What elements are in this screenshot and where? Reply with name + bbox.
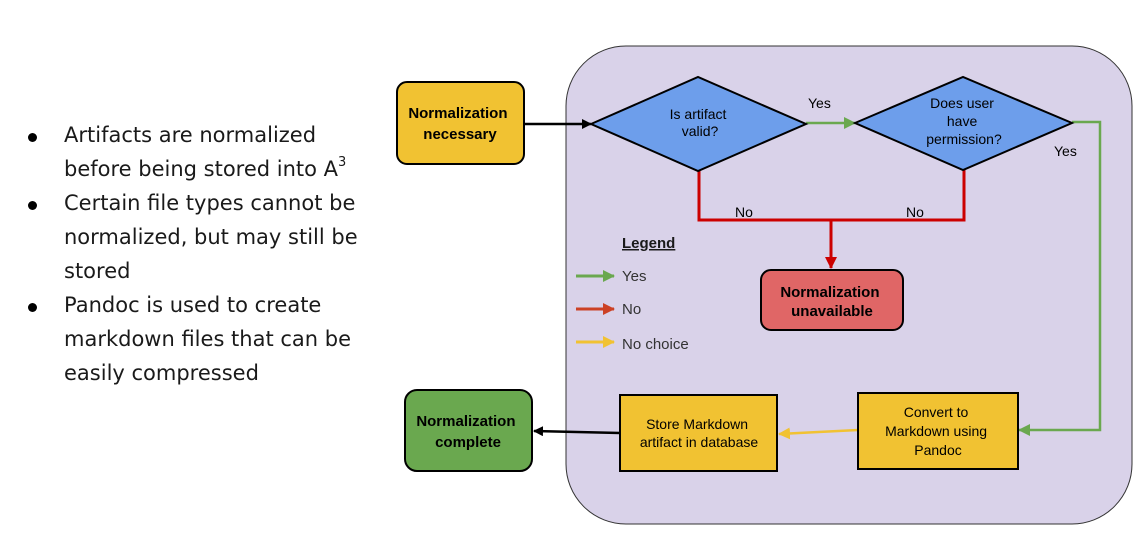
start-node-line-1: Normalization: [408, 105, 507, 122]
node-store-markdown: [619, 394, 778, 472]
svg-text:Store Markdown artifact in: Store Markdown artifact in database: [640, 416, 759, 450]
decision-valid-line-1: Is artifact: [670, 106, 727, 122]
bullet-dot-icon: [28, 133, 37, 142]
edge-label-yes-valid: Yes: [808, 95, 831, 111]
legend-yes-label: Yes: [622, 268, 646, 285]
node-convert-to-markdown: [857, 392, 1019, 470]
unavailable-node-line-1: Normalization: [780, 284, 879, 301]
bullet-superscript: 3: [338, 155, 347, 170]
legend-no-label: No: [622, 301, 641, 318]
edge-label-no-valid: No: [735, 204, 753, 220]
svg-text:Is artifact valid?: Is artifact valid?: [670, 106, 731, 139]
bullet-text-2: Certain file types cannot be normalized,…: [64, 191, 358, 283]
arrow-store-to-complete: [533, 426, 621, 437]
edge-label-no-permission: No: [906, 204, 924, 220]
bullet-dot-icon: [28, 201, 37, 210]
edge-label-yes-permission: Yes: [1054, 143, 1077, 159]
node-normalization-complete: [404, 389, 533, 472]
decision-permission-line-1: Does user: [930, 95, 994, 111]
bullet-dot-icon: [28, 303, 37, 312]
arrow-permission-yes: [1018, 120, 1102, 436]
legend-no-choice-label: No choice: [622, 336, 689, 353]
legend-title: Legend: [622, 235, 675, 252]
node-normalization-unavailable: [760, 269, 904, 331]
bullet-text-3: Pandoc is used to create markdown files …: [64, 293, 352, 385]
decision-artifact-valid: [588, 75, 809, 173]
bullet-list: Artifacts are normalized before being st…: [24, 118, 384, 390]
svg-text:Convert to Markdown using: Convert to Markdown using Pandoc: [885, 404, 991, 458]
arrow-convert-to-store: [778, 427, 859, 440]
decision-user-permission: [852, 75, 1075, 172]
line-valid-no: [697, 170, 831, 222]
unavailable-node-line-2: unavailable: [791, 303, 873, 320]
start-node-line-2: necessary: [423, 126, 497, 143]
convert-node-line-2: Markdown using: [885, 423, 987, 439]
svg-text:Normalization necessary: Normalization necessary: [408, 105, 511, 143]
decision-permission-line-3: permission?: [926, 131, 1002, 147]
decision-permission-line-2: have: [947, 113, 978, 129]
svg-text:Does user have permiss: Does user have permission?: [926, 95, 1002, 147]
complete-node-line-2: complete: [435, 434, 501, 451]
convert-node-line-3: Pandoc: [914, 442, 961, 458]
complete-node-line-1: Normalization: [416, 413, 515, 430]
node-normalization-necessary: [396, 81, 525, 165]
bullet-item-3: Pandoc is used to create markdown files …: [24, 288, 384, 390]
svg-text:Normalization unavailable: Normalization unavailable: [780, 284, 883, 320]
decision-valid-line-2: valid?: [682, 123, 719, 139]
convert-node-line-1: Convert to: [904, 404, 969, 420]
store-node-line-2: artifact in database: [640, 434, 759, 450]
bullet-text-1: Artifacts are normalized before being st…: [64, 123, 339, 181]
store-node-line-1: Store Markdown: [646, 416, 748, 432]
bullet-item-2: Certain file types cannot be normalized,…: [24, 186, 384, 288]
svg-text:Normalization complete: Normalization complete: [416, 413, 519, 451]
bullet-item-1: Artifacts are normalized before being st…: [24, 118, 384, 186]
line-permission-no: [831, 170, 966, 222]
